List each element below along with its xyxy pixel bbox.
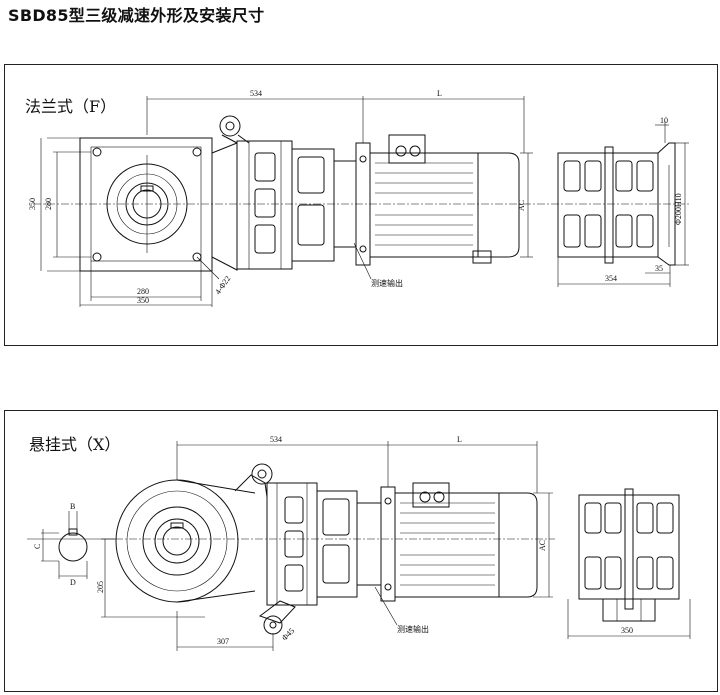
dim-L-hanging: L (457, 435, 462, 444)
dim-C: C (33, 544, 42, 549)
flange-plate (79, 137, 213, 272)
dim-354: 354 (605, 274, 617, 283)
dim-350-height: 350 (28, 198, 37, 210)
dim-AC-hanging: AC (538, 540, 547, 551)
dim-534-hanging: 534 (270, 435, 282, 444)
shaft-keyway (27, 511, 115, 579)
dim-280-height: 280 (44, 198, 53, 210)
dim-phi200H10: Φ200H10 (674, 193, 683, 225)
dim-35: 35 (655, 264, 663, 273)
dim-L-flange: L (437, 89, 442, 98)
hanging-type-drawing: 534 L B C D 205 307 Φ45 AC 350 测速输出 (27, 435, 691, 651)
hanging-housing (115, 463, 396, 635)
page-title: SBD85型三级减速外形及安装尺寸 (8, 6, 265, 25)
dim-307: 307 (217, 637, 229, 646)
hanging-dimension-lines (101, 441, 691, 651)
flange-type-panel: 法兰式（F） (4, 64, 718, 346)
dim-534-flange: 534 (250, 89, 262, 98)
hanging-motor (394, 482, 538, 598)
dim-350-width: 350 (137, 296, 149, 305)
flange-type-drawing: 534 L 350 280 280 350 4-Φ22 AC 10 Φ200H1… (28, 89, 690, 307)
dim-280-width: 280 (137, 287, 149, 296)
dim-4-phi22: 4-Φ22 (213, 274, 232, 296)
flange-type-label: 法兰式（F） (25, 97, 117, 116)
hanging-side-view (578, 488, 680, 622)
dim-350-side: 350 (621, 626, 633, 635)
motor (369, 134, 520, 264)
dim-AC-flange: AC (517, 200, 526, 211)
dim-B: B (70, 502, 75, 511)
flange-side-view (557, 142, 676, 266)
dim-phi45: Φ45 (280, 626, 296, 642)
hanging-type-panel: 悬挂式（X） (4, 410, 718, 692)
hanging-type-label: 悬挂式（X） (29, 435, 121, 454)
flange-dimension-lines (40, 96, 689, 307)
speed-output-label-flange: 测速输出 (371, 278, 403, 288)
dim-D: D (70, 578, 76, 587)
speed-output-label-hanging: 测速输出 (397, 624, 429, 634)
gear-housing (211, 115, 371, 271)
dim-10: 10 (660, 116, 668, 125)
dim-205: 205 (96, 581, 105, 593)
